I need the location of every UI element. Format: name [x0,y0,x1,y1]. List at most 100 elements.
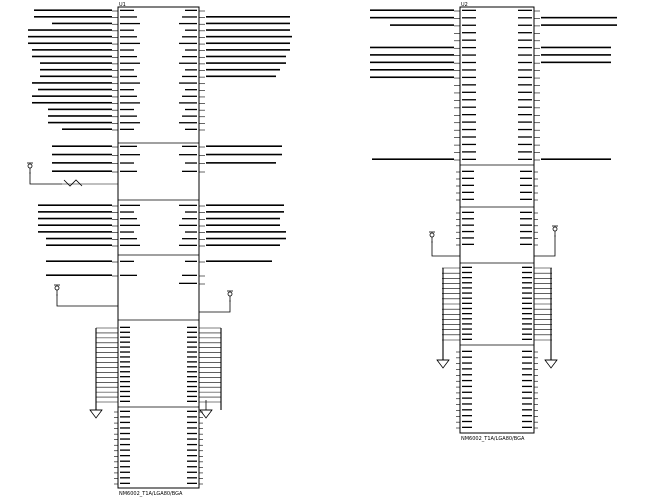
pin-row [182,95,205,98]
net-label [40,62,112,64]
pin-row [454,114,476,116]
pin-row [28,29,134,32]
pin-name [187,390,197,393]
pin-row [185,211,284,213]
pin-row [456,170,474,173]
pin-name [120,42,140,45]
pin-name [518,76,532,79]
net-label [52,153,112,156]
pin-name [518,143,532,146]
pin-row [182,237,286,240]
pin-row [520,177,538,180]
pin-name [120,455,130,457]
pin-name [179,122,197,124]
pin-row [114,471,130,474]
pin-name [462,143,476,146]
pin-row [522,415,538,417]
pin-name [462,211,474,213]
net-label [206,68,280,71]
pin-row [522,287,552,289]
pin-name [462,91,476,93]
net-label [370,16,454,19]
pin-name [520,224,532,226]
pin-row [48,108,134,111]
pin-name [522,318,532,320]
pin-name [185,211,197,213]
pin-row [182,274,205,277]
pin-name [462,218,474,220]
pin-row [96,361,130,363]
pin-name [120,36,137,38]
pin-row [179,204,284,207]
pin-name [187,326,197,328]
net-label [206,42,290,45]
pin-name [187,416,197,418]
pin-name [462,46,476,49]
pin-row [187,400,221,403]
pin-row [522,338,552,341]
pin-name [462,302,472,304]
pin-row [518,69,540,71]
net-label [46,274,112,276]
pin-name [120,55,137,58]
pin-name [182,115,197,117]
pin-row [522,379,538,382]
pin-name [462,177,474,179]
pin-name [462,84,476,86]
pin-name [182,36,197,38]
pin-name [462,323,472,325]
pin-row [96,326,130,329]
net-label [38,217,112,220]
pin-row [182,145,282,148]
pin-name [120,22,140,25]
pin-row [96,390,130,393]
pin-name [462,136,476,138]
pin-name [462,191,474,193]
pin-row [114,455,130,457]
pin-row [38,224,140,227]
pin-name [462,391,472,393]
pin-name [462,397,472,399]
pin-name [187,351,197,353]
pin-name [120,231,134,233]
pin-name [518,61,532,64]
pin-row [52,170,137,173]
net-label [541,158,611,160]
pin-name [120,471,130,473]
pin-row [48,115,137,118]
pin-row [96,385,130,388]
pin-row [370,9,476,12]
pin-row [390,24,476,27]
pin-row [518,136,540,138]
pin-name [120,218,137,220]
pin-name [520,230,532,233]
pin-row [456,350,472,353]
pin-name [120,69,134,71]
pin-row [370,69,476,71]
net-label [32,82,112,84]
pin-row [442,338,472,341]
pin-name [522,385,532,388]
pin-row [114,416,130,418]
pin-row [518,39,540,42]
pin-name [120,331,130,333]
pin-row [522,391,538,394]
pin-name [120,421,130,424]
pin-row [520,211,538,214]
pin-name [182,55,197,58]
pin-row [182,170,205,173]
pin-row [518,32,540,34]
pin-row [46,260,134,263]
pin-name [462,276,472,279]
pin-row [522,403,538,405]
net-label [370,46,454,49]
pin-name [522,368,532,370]
ground-symbol [199,409,213,419]
pin-name [182,95,197,97]
pin-name [179,82,197,84]
net-label [206,62,286,64]
pin-name [120,95,137,97]
net-label [46,237,112,240]
pin-row [456,211,474,214]
pin-row [187,432,203,435]
